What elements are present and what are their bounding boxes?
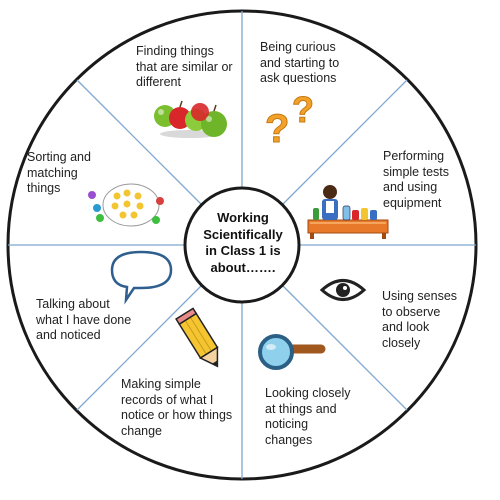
label-line: Being curious: [260, 40, 336, 54]
apples-icon: [154, 100, 227, 138]
segment-label-simple-records: Making simple records of what I notice o…: [121, 377, 232, 439]
label-line: that are similar or: [136, 59, 233, 74]
segment-label-using-senses: Using senses to observe and look closely: [382, 289, 457, 351]
label-line: things: [27, 181, 61, 195]
magnifying-glass-icon: [258, 334, 326, 370]
center-title-line: Scientifically: [203, 226, 283, 242]
speech-bubble-icon: [110, 250, 173, 305]
label-line: change: [121, 423, 163, 438]
segment-label-sorting-matching: Sorting and matching things: [27, 150, 91, 197]
label-line: notice or how things: [121, 408, 233, 422]
center-title: Working Scientifically in Class 1 is abo…: [190, 210, 296, 276]
segment-label-talking-about: Talking about what I have done and notic…: [36, 297, 131, 344]
label-line: simple tests: [383, 164, 449, 179]
label-line: ask questions: [260, 71, 337, 85]
label-line: matching: [27, 165, 78, 180]
label-line: different: [136, 75, 181, 89]
pencil-icon: [175, 307, 219, 368]
divider-bottom-left: [76, 284, 203, 411]
label-line: Performing: [383, 149, 445, 163]
label-line: Looking closely: [265, 386, 351, 400]
divider-top-right: [281, 79, 408, 206]
svg-text:?: ?: [265, 107, 289, 151]
label-line: at things and: [265, 401, 337, 416]
segment-dividers: [8, 11, 476, 479]
label-line: Finding things: [136, 44, 214, 58]
center-circle: [183, 186, 301, 304]
label-line: Making simple: [121, 377, 201, 391]
label-line: changes: [265, 432, 313, 447]
svg-text:?: ?: [292, 89, 314, 130]
question-marks-icon: ? ?: [265, 89, 315, 152]
sorting-bears-icon: [88, 183, 164, 227]
eye-icon: [319, 279, 367, 301]
divider-bottom-right: [281, 284, 408, 411]
label-line: Talking about: [36, 297, 110, 311]
divider-top-left: [76, 79, 203, 206]
label-line: Sorting and: [27, 150, 91, 164]
label-line: and using: [383, 180, 438, 194]
segment-label-looking-closely: Looking closely at things and noticing c…: [265, 386, 350, 448]
label-line: and look: [382, 320, 430, 334]
center-title-line: Working: [217, 210, 269, 225]
label-line: noticing: [265, 417, 309, 431]
center-title-line: in Class 1 is: [205, 243, 281, 258]
label-line: to observe: [382, 304, 441, 319]
center-title-line: about…….: [210, 259, 276, 275]
label-line: and starting to: [260, 55, 340, 70]
label-line: closely: [382, 335, 421, 350]
label-line: equipment: [383, 195, 442, 210]
scientist-icon: [307, 185, 389, 239]
label-line: and noticed: [36, 328, 101, 342]
label-line: records of what I: [121, 392, 214, 407]
segment-label-curious-questions: Being curious and starting to ask questi…: [260, 40, 339, 87]
label-line: what I have done: [36, 312, 132, 327]
segment-label-similar-different: Finding things that are similar or diffe…: [136, 44, 233, 91]
label-line: Using senses: [382, 289, 458, 303]
segment-label-simple-tests: Performing simple tests and using equipm…: [383, 149, 449, 211]
